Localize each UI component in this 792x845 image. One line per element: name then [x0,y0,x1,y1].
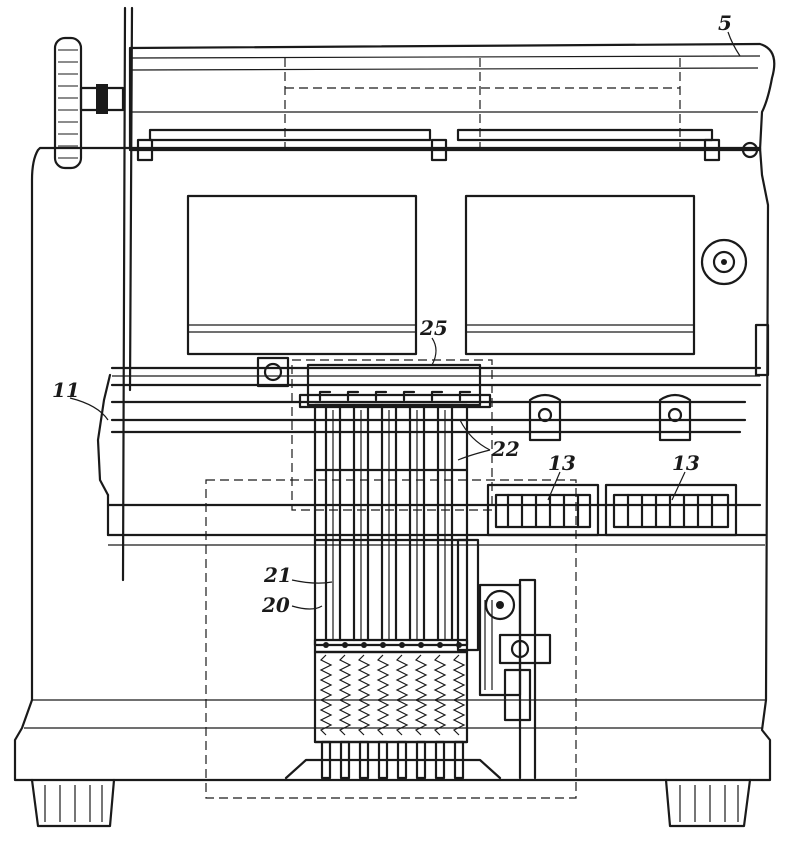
bar-mechanism [298,363,492,654]
side-rod [121,6,134,582]
label-21: 21 [263,563,292,587]
counter-unit-right [604,483,738,537]
platen-knob [53,36,125,170]
platen-carriage [128,42,776,162]
label-25: 25 [419,316,448,340]
round-knob [700,238,748,286]
label-5: 5 [718,11,732,35]
label-13-left: 13 [548,451,576,475]
label-22: 22 [491,437,520,461]
window-right [464,194,696,356]
label-20: 20 [261,593,290,617]
window-left [186,194,418,356]
label-13-right: 13 [672,451,700,475]
machine-feet [30,778,752,828]
leader-lines [69,31,741,610]
gear-assembly [456,538,552,722]
label-11: 11 [52,378,80,402]
shafts [110,356,762,442]
housing [13,146,772,782]
counter-unit-left [486,483,600,537]
dashed-frame [205,359,577,799]
